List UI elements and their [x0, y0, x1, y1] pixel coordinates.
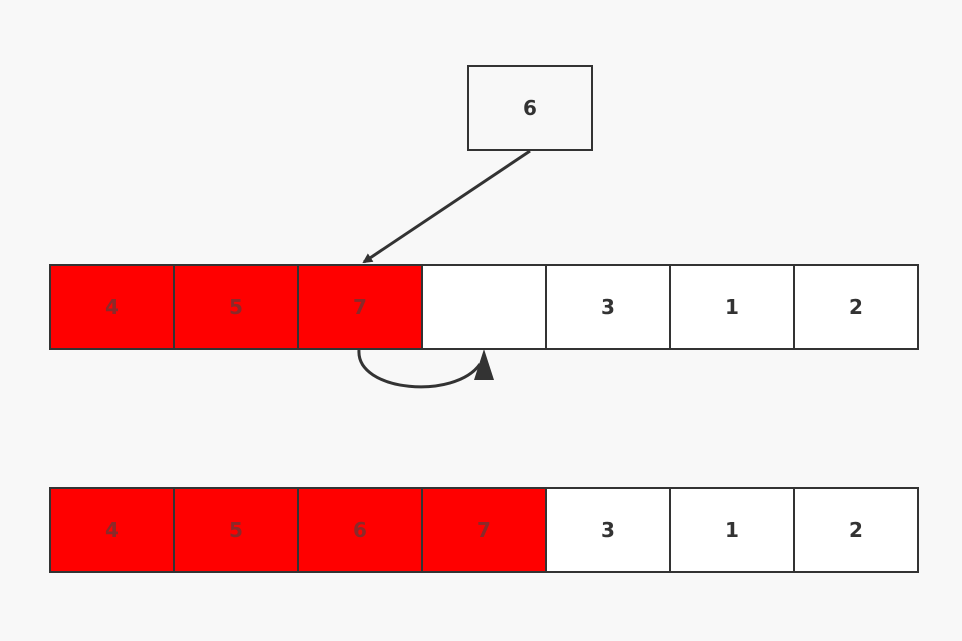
cell-value: 3: [601, 518, 615, 542]
row-after-cell-6: 2: [793, 487, 919, 573]
insert-key-value: 6: [523, 96, 537, 120]
row-after-cell-2: 6: [297, 487, 423, 573]
row-after-cell-0: 4: [49, 487, 175, 573]
row-after-cell-5: 1: [669, 487, 795, 573]
row-before-cell-6: 2: [793, 264, 919, 350]
row-before-cell-3: [421, 264, 547, 350]
cell-value: 4: [105, 518, 119, 542]
cell-value: 2: [849, 518, 863, 542]
cell-value: 1: [725, 295, 739, 319]
row-before-cell-1: 5: [173, 264, 299, 350]
row-after-cell-4: 3: [545, 487, 671, 573]
row-after-cell-1: 5: [173, 487, 299, 573]
row-before-cell-2: 7: [297, 264, 423, 350]
cell-value: 6: [353, 518, 367, 542]
shift-arrowhead: [474, 349, 494, 380]
cell-value: 7: [477, 518, 491, 542]
cell-value: 5: [229, 518, 243, 542]
cell-value: 4: [105, 295, 119, 319]
cell-value: 5: [229, 295, 243, 319]
insert-arrow: [362, 149, 531, 264]
row-after-cell-3: 7: [421, 487, 547, 573]
row-before-cell-0: 4: [49, 264, 175, 350]
row-before-cell-5: 1: [669, 264, 795, 350]
insert-key-box: 6: [467, 65, 593, 151]
cell-value: 3: [601, 295, 615, 319]
cell-value: 2: [849, 295, 863, 319]
cell-value: 7: [353, 295, 367, 319]
shift-arrow: [357, 349, 482, 389]
row-before-cell-4: 3: [545, 264, 671, 350]
cell-value: 1: [725, 518, 739, 542]
